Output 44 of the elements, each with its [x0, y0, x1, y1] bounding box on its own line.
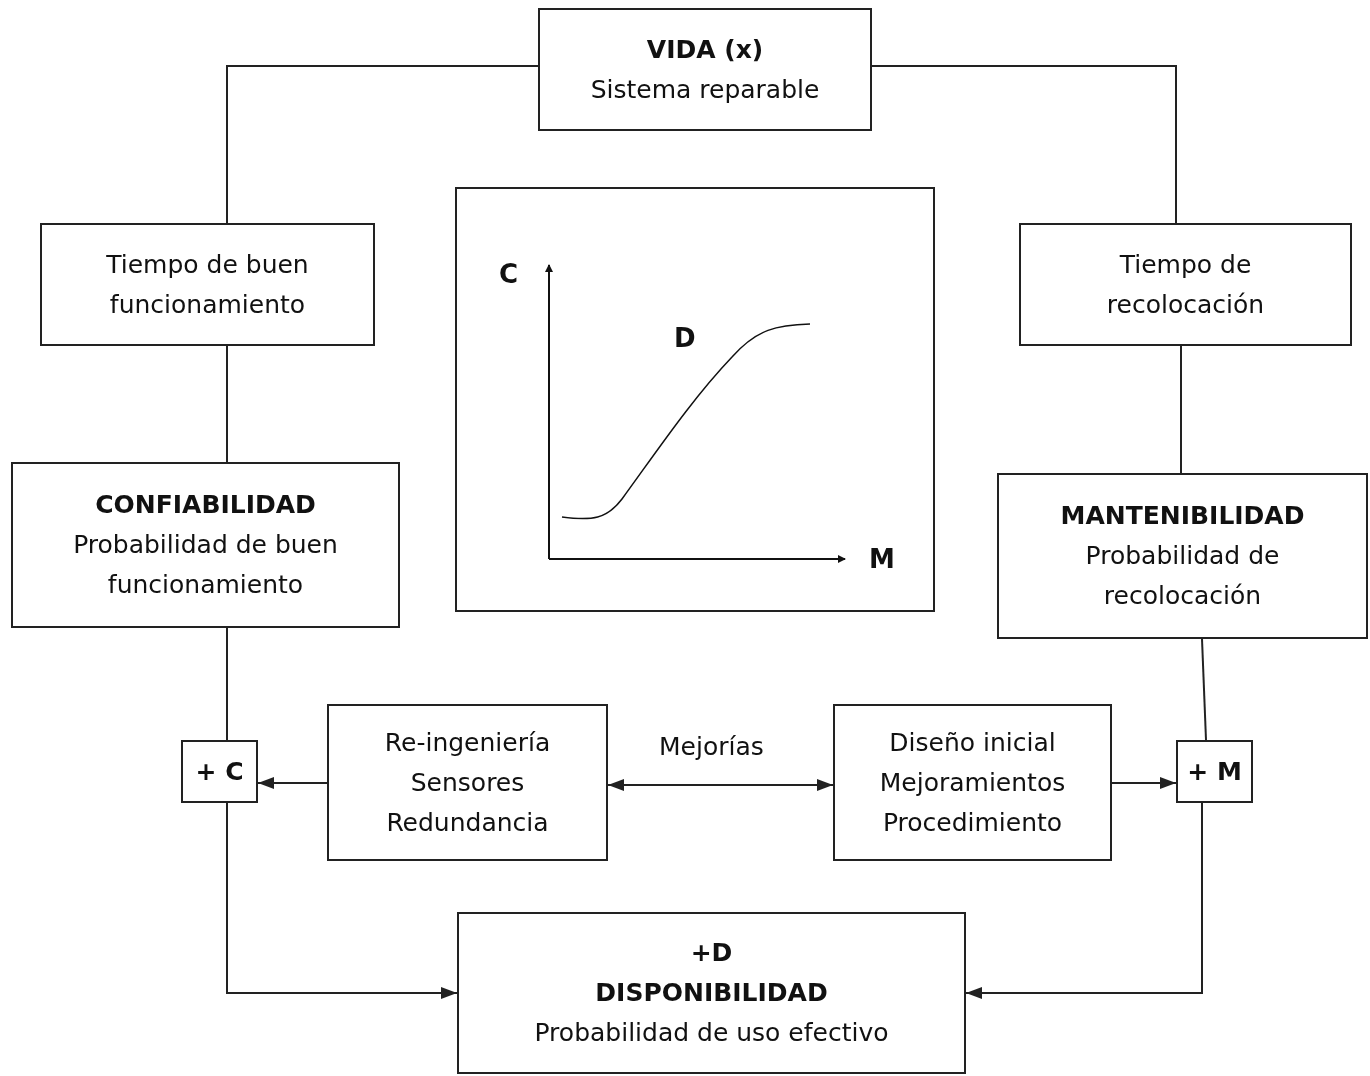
node-text: Re-ingeniería [384, 726, 551, 759]
node-title: + M [1187, 755, 1242, 788]
connector-line [1201, 638, 1207, 741]
arrow [1111, 777, 1177, 789]
node-title: DISPONIBILIDAD [595, 977, 828, 1009]
arrow [607, 779, 834, 791]
node-text: Redundancia [386, 806, 549, 839]
arrow [965, 802, 1203, 999]
node-text: Probabilidad de recolocación [1084, 540, 1281, 612]
connector-line [226, 65, 539, 224]
node-title: VIDA (x) [646, 33, 764, 66]
node-text: Diseño inicial [889, 726, 1056, 759]
process-box [1019, 223, 1352, 346]
node-text: Sistema reparable [590, 73, 820, 106]
arrow [226, 802, 458, 999]
connector-line [226, 627, 228, 741]
node-text: Mejoramientos [879, 766, 1066, 799]
axis-label: C [499, 261, 519, 287]
connector-line [1180, 345, 1182, 474]
node-text: Procedimiento [882, 806, 1063, 839]
process-box [327, 704, 608, 861]
node-text: Probabilidad de uso efectivo [534, 1017, 889, 1049]
process-box [833, 704, 1112, 861]
process-box [538, 8, 872, 131]
node-text: Tiempo de recolocación [1105, 248, 1266, 321]
node-title: MANTENIBILIDAD [1060, 500, 1305, 532]
node-title: + C [195, 755, 244, 788]
curve-label: D [674, 325, 696, 351]
node-text: Probabilidad de buen funcionamiento [72, 529, 339, 601]
node-title: +D [690, 937, 733, 969]
process-box [181, 740, 258, 803]
node-title: CONFIABILIDAD [95, 489, 316, 521]
arrow [257, 777, 328, 789]
connector-line [871, 65, 1177, 224]
connector-line [226, 345, 228, 463]
process-box [11, 462, 400, 628]
node-text: Tiempo de buen funcionamiento [105, 248, 310, 321]
process-box [40, 223, 375, 346]
chart-panel [455, 187, 935, 612]
axis-label: M [869, 546, 895, 572]
process-box [997, 473, 1368, 639]
process-box [1176, 740, 1253, 803]
node-text: Sensores [410, 766, 525, 799]
process-box [457, 912, 966, 1074]
